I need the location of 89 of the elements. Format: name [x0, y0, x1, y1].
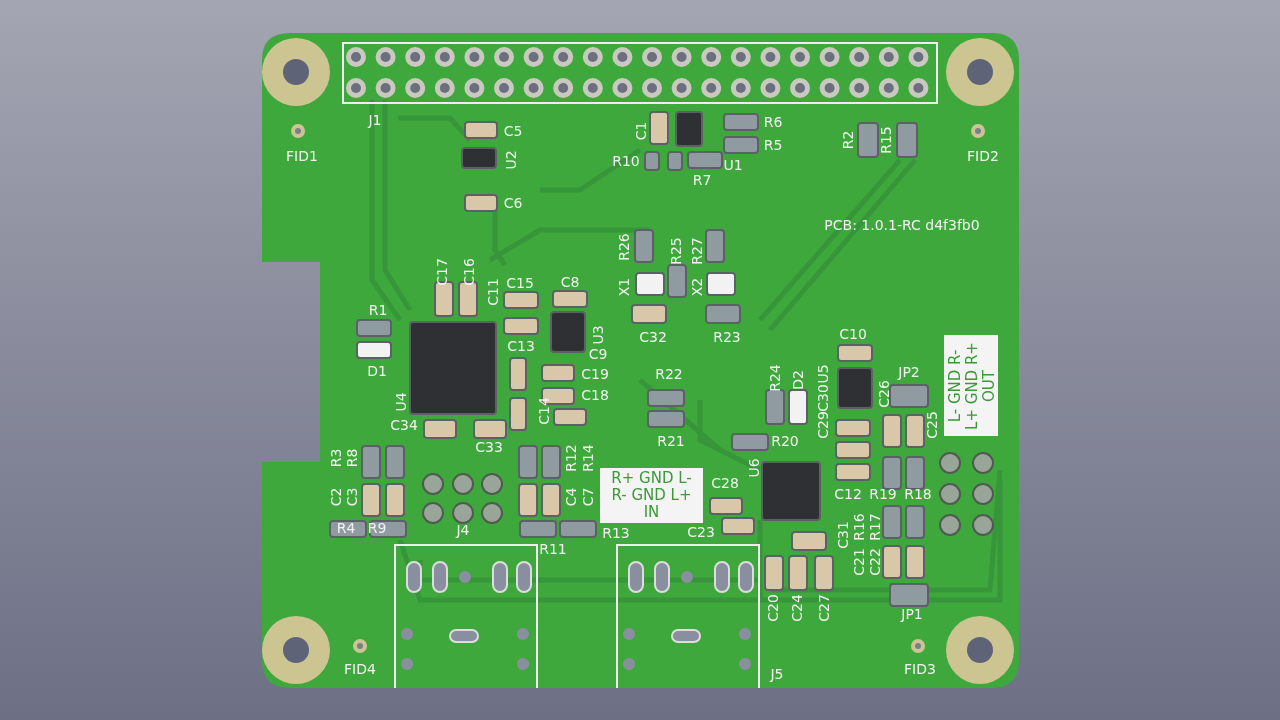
silkscreen-label: D1: [367, 363, 387, 379]
silkscreen-label: FID1: [286, 148, 318, 164]
silkscreen-label: R27: [689, 237, 705, 265]
silkscreen-label: R26: [616, 233, 632, 261]
silkscreen-label: C9: [588, 346, 608, 362]
silkscreen-label: R12: [563, 444, 579, 472]
silkscreen-label: C34: [390, 417, 418, 433]
silkscreen-label: U2: [503, 150, 519, 170]
silkscreen-label: C32: [639, 329, 667, 345]
pin-label: R+ GND L-: [611, 470, 692, 487]
silkscreen-label: C19: [581, 366, 609, 382]
silkscreen-label: R20: [771, 433, 799, 449]
silkscreen-label: R17: [867, 513, 883, 541]
silkscreen-label: FID2: [967, 148, 999, 164]
silkscreen-label: R4: [336, 520, 356, 536]
silkscreen-label: JP2: [898, 364, 920, 380]
silkscreen-label: C14: [536, 397, 552, 425]
silkscreen-label: U5: [815, 364, 831, 384]
silkscreen-label: R15: [878, 126, 894, 154]
silkscreen-label: C17: [434, 258, 450, 286]
silkscreen-label: R23: [713, 329, 741, 345]
silkscreen-label: R6: [763, 114, 783, 130]
silkscreen-label: C18: [581, 387, 609, 403]
silkscreen-label: C3: [344, 487, 360, 507]
pin-label: OUT: [979, 369, 997, 402]
silkscreen-label: U3: [590, 325, 606, 345]
pin-label: IN: [643, 504, 660, 521]
silkscreen-label: R25: [668, 237, 684, 265]
silkscreen-label: PCB: 1.0.1-RC d4f3fb0: [824, 217, 980, 233]
pin-label: L+ GND R+: [962, 341, 980, 430]
silkscreen-label: C5: [503, 123, 523, 139]
silkscreen-label: C27: [816, 594, 832, 622]
silkscreen-label: JP1: [901, 606, 923, 622]
silkscreen-label: R16: [851, 513, 867, 541]
silkscreen-label: C31: [835, 521, 851, 549]
silkscreen-label: X2: [689, 277, 705, 297]
silkscreen-label: FID3: [904, 661, 936, 677]
silkscreen-label: C8: [560, 274, 580, 290]
silkscreen-label: C23: [687, 524, 715, 540]
silkscreen-label: C16: [461, 258, 477, 286]
pin-label: R- GND L+: [611, 487, 692, 504]
silkscreen-label: R11: [539, 541, 567, 557]
silkscreen-label: C29: [815, 411, 831, 439]
silkscreen-label: C13: [507, 338, 535, 354]
silkscreen-label: C28: [711, 475, 739, 491]
silkscreen-label: J5: [770, 666, 784, 682]
silkscreen-label: R3: [328, 448, 344, 468]
silkscreen-label: R18: [904, 486, 932, 502]
silkscreen-label: R7: [692, 172, 712, 188]
silkscreen-label: R14: [580, 444, 596, 472]
silkscreen-label: C26: [876, 380, 892, 408]
silkscreen-label: C1: [633, 121, 649, 141]
silkscreen-label: R19: [869, 486, 897, 502]
silkscreen-label: R21: [657, 433, 685, 449]
silkscreen-label: R8: [344, 448, 360, 468]
silkscreen-label: U1: [723, 157, 743, 173]
silkscreen-label: C20: [765, 594, 781, 622]
silkscreen-label: C33: [475, 439, 503, 455]
silkscreen-label: R22: [655, 366, 683, 382]
silkscreen-label: R9: [367, 520, 387, 536]
silkscreen-label: FID4: [344, 661, 376, 677]
silkscreen-label: C11: [485, 278, 501, 306]
silkscreen-label: R24: [767, 364, 783, 392]
silkscreen-label: U4: [393, 392, 409, 412]
silkscreen-label-block: [600, 468, 703, 523]
silkscreen-label: R1: [368, 302, 388, 318]
silkscreen-label: C25: [924, 411, 940, 439]
silkscreen-label: C21: [851, 548, 867, 576]
silkscreen-label: R5: [763, 137, 783, 153]
silkscreen-label: C30: [815, 384, 831, 412]
silkscreen-label: C12: [834, 486, 862, 502]
silkscreen-label: C2: [328, 487, 344, 507]
silkscreen-label: R10: [612, 153, 640, 169]
silkscreen-label-block: [944, 335, 998, 436]
pin-label: L- GND R-: [945, 349, 963, 422]
silkscreen-label: R13: [602, 525, 630, 541]
silkscreen-label: D2: [790, 370, 806, 390]
silkscreen-label: C10: [839, 326, 867, 342]
silkscreen-label: R2: [840, 130, 856, 150]
silkscreen-label: J4: [456, 522, 470, 538]
silkscreen-label: J1: [368, 112, 382, 128]
silkscreen-label: X1: [616, 277, 632, 297]
silkscreen-label: C15: [506, 275, 534, 291]
silkscreen-label: C22: [867, 548, 883, 576]
silkscreen-label: C7: [580, 487, 596, 507]
silkscreen-label: C4: [563, 487, 579, 507]
silkscreen-label: U6: [746, 458, 762, 478]
silkscreen-label: C24: [789, 594, 805, 622]
silkscreen-label: C6: [503, 195, 523, 211]
